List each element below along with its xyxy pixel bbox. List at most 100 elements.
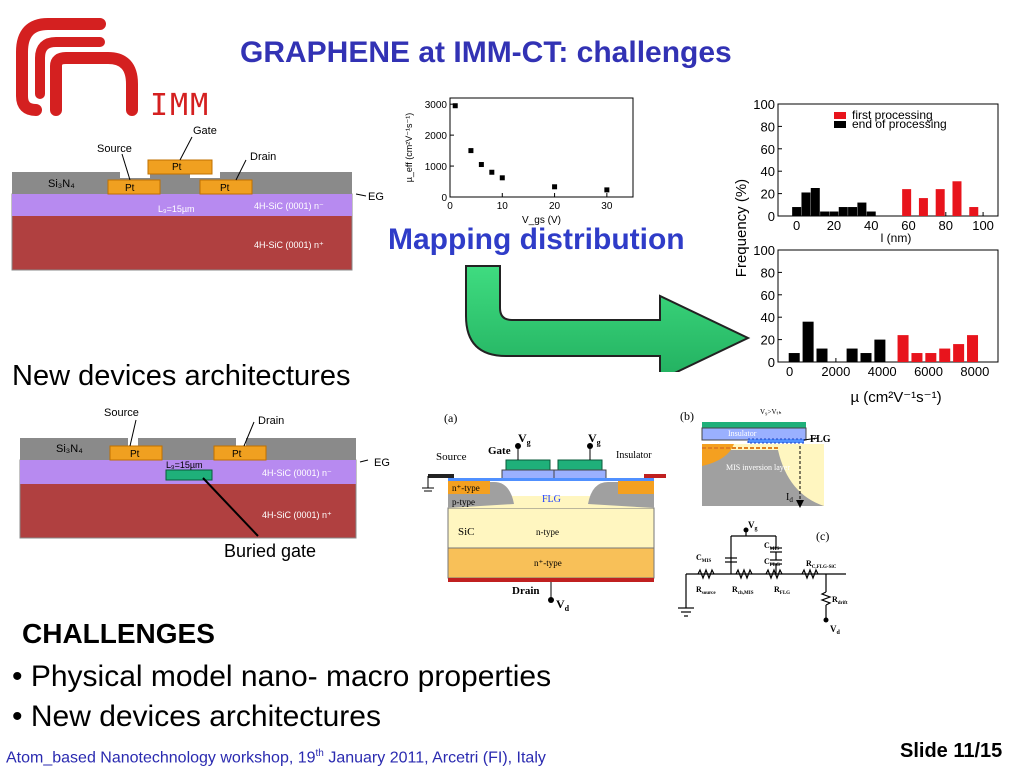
challenges-heading: CHALLENGES [22, 618, 215, 649]
scatter-point [468, 148, 474, 154]
hist2-xtick-label: 4000 [868, 364, 897, 379]
hist1-bar [801, 192, 811, 216]
hist1-bar [902, 189, 912, 216]
green-arrow [465, 265, 751, 372]
schematic-c-rchmis: Rch,MIS [732, 585, 754, 596]
hist2-xlabel: µ (cm²V⁻¹s⁻¹) [850, 389, 941, 406]
device1-si3n4-label: Si₃N₄ [48, 178, 75, 190]
scatter-ytick-label: 0 [441, 193, 447, 204]
device1-lg-label: L₉=15µm [158, 204, 195, 214]
schematic-c: (c) Vg CMIS CMIS CFLG RC,FLG-SiC Rsource… [678, 520, 848, 636]
hist1-bar [792, 207, 802, 216]
footer-post: January 2011, Arcetri (FI), Italy [323, 749, 546, 767]
schematic-a-vd: Vd [556, 597, 570, 613]
hist1-bar [866, 211, 876, 216]
schematic-a-nplus-bottom: n⁺-type [534, 558, 562, 568]
scatter-ytick-label: 1000 [425, 162, 448, 173]
slide-title: GRAPHENE at IMM-CT: challenges [240, 36, 732, 69]
schematic-c-cmis2: CMIS [764, 541, 779, 552]
hist2-bar [939, 348, 951, 362]
schematic-a-source: Source [436, 451, 467, 463]
scatter-point [499, 175, 505, 181]
schematic-b-mis: MIS inversion layer [726, 463, 790, 472]
imm-logo [16, 18, 138, 116]
scatter-point [478, 162, 484, 168]
hist2-xtick-label: 6000 [914, 364, 943, 379]
hist1-xtick-label: 0 [793, 218, 800, 233]
schematic-c-rsource: Rsource [696, 585, 716, 596]
hist2-bar [802, 321, 814, 362]
hist1-legend-label: end of processing [852, 117, 947, 131]
scatter-xtick-label: 0 [447, 201, 453, 212]
hist2-bar [846, 348, 858, 362]
schematic-a-vg2: Vg [588, 431, 601, 447]
hist1-bar [810, 188, 820, 216]
hist1-ytick-label: 60 [761, 142, 775, 157]
device1-drain-label: Drain [250, 151, 276, 163]
hist1-ytick-label: 100 [753, 97, 775, 112]
footer: Atom_based Nanotechnology workshop, 19th… [6, 748, 546, 767]
hist1-xtick-label: 80 [939, 218, 953, 233]
hist2-xtick-label: 8000 [960, 364, 989, 379]
hist2-ytick-label: 80 [761, 265, 775, 280]
hist2-bar [897, 335, 909, 362]
hist2-ytick-label: 20 [761, 333, 775, 348]
hist1-bar [935, 189, 945, 216]
hist1-bar [838, 207, 848, 216]
scatter-ytick-label: 3000 [425, 100, 448, 111]
scatter-point [489, 169, 495, 175]
hist1-xtick-label: 40 [864, 218, 878, 233]
hist1-ytick-label: 40 [761, 164, 775, 179]
schematic-a-insulator: Insulator [616, 450, 652, 461]
device2-sic-bottom-label: 4H-SiC (0001) n⁺ [262, 510, 332, 520]
hist1-bar [820, 211, 830, 216]
schematic-a-ntype: n-type [536, 527, 559, 537]
schematic-b-panel: (b) [680, 409, 694, 423]
schematic-b: (b) Insulator FLG MIS inversion layer V₉… [680, 408, 831, 508]
hist1-xtick-label: 60 [901, 218, 915, 233]
scatter-point [552, 184, 558, 190]
hist1-bar [918, 198, 928, 216]
scatter-point [452, 103, 458, 109]
slide-number: Slide 11/15 [900, 740, 1003, 762]
scatter-xtick-label: 10 [497, 201, 509, 212]
device1-source-pt: Pt [125, 183, 135, 194]
hist1-xtick-label: 100 [972, 218, 994, 233]
scatter-ylabel: µ_eff (cm²V⁻¹s⁻¹) [404, 113, 414, 183]
hist1-bar [857, 202, 867, 216]
schematic-b-flg: FLG [810, 434, 831, 445]
hist2-bar [953, 344, 965, 362]
hist2-ytick-label: 40 [761, 310, 775, 325]
hist1-ytick-label: 0 [768, 209, 775, 224]
hist1-legend-label: first processing [852, 108, 933, 122]
schematic-c-rflg: RFLG [774, 585, 790, 596]
challenge-item-1: • Physical model nano- macro properties [12, 660, 552, 693]
schematic-c-cflg: CFLG [764, 557, 780, 568]
device2-source-pt: Pt [130, 449, 140, 460]
schematic-a-gate: Gate [488, 445, 511, 457]
schematic-b-insulator: Insulator [728, 429, 757, 438]
scatter-xtick-label: 30 [601, 201, 613, 212]
hist1-legend-swatch [834, 121, 846, 128]
hist1-xlabel: l (nm) [881, 231, 912, 245]
device1-sic-bottom-label: 4H-SiC (0001) n⁺ [254, 240, 324, 250]
hist2-xtick-label: 0 [786, 364, 793, 379]
schematic-b-vgvth: V₉>Vₜₕ [760, 408, 782, 416]
schematic-c-vd: Vd [830, 624, 841, 636]
device2-sic-top-label: 4H-SiC (0001) n⁻ [262, 468, 332, 478]
device2-cross-section: Source Drain Pt Pt Si₃N₄ EG L₉=15µm 4H-S… [19, 407, 390, 561]
device2-eg-label: EG [374, 457, 390, 469]
hist2-bar [788, 353, 800, 362]
scatter-point [604, 187, 610, 193]
schematic-a-drain: Drain [512, 585, 540, 597]
hist1-bar [952, 181, 962, 216]
device2-source-label: Source [104, 407, 139, 419]
schematic-c-cmis: CMIS [696, 553, 711, 564]
histogram-ylabel: Frequency (%) [733, 179, 750, 277]
hist2-bar [925, 353, 937, 362]
hist2-bar [874, 339, 886, 362]
hist1-ytick-label: 80 [761, 119, 775, 134]
schematic-c-vg: Vg [748, 520, 758, 532]
hist2-frame [777, 249, 999, 363]
